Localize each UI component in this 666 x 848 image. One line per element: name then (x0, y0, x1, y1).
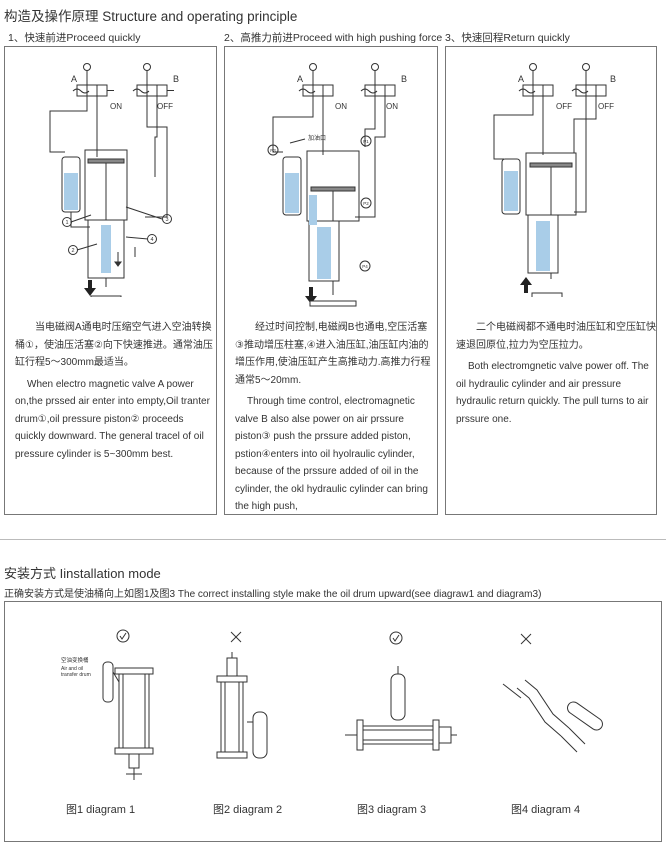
section-divider (0, 539, 666, 540)
step-2-desc-en: Through time control, electromagnetic va… (235, 396, 428, 512)
step-2-description: 经过时间控制,电磁阀B也通电,空压活塞③推动增压柱塞,④进入油压缸,油压缸内油的… (235, 319, 435, 520)
step-3-panel: A B OFF OFF 二个电磁阀都不通电时油压缸和空压缸快速退回原位,拉力为空… (445, 46, 657, 515)
step-1-description: 当电磁阀A通电时压缩空气进入空油转换桶①，使油压活塞②向下快速推进。通常油压缸行… (15, 319, 215, 467)
install-diagrams: 空油变换桶 Air and oil transfer drum (61, 629, 603, 780)
svg-text:P3: P3 (270, 148, 276, 153)
valve-b-state: ON (386, 102, 398, 111)
valve-b-letter: B (401, 74, 407, 84)
step-3-desc-en: Both electromgnetic valve power off. The… (456, 361, 649, 425)
step-1-panel: 1 2 3 4 A B ON OFF 当电磁阀A通电时压缩空气进入空油转换桶①，… (4, 46, 217, 515)
step-3-title: 3、快速回程Return quickly (445, 32, 570, 44)
diagram-1-caption: 图1 diagram 1 (66, 804, 136, 816)
install-panel: 空油变换桶 Air and oil transfer drum (4, 601, 662, 842)
svg-text:3: 3 (165, 217, 168, 223)
step-1-desc-cn: 当电磁阀A通电时压缩空气进入空油转换桶①，使油压活塞②向下快速推进。通常油压缸行… (15, 322, 213, 368)
step-2-schematic: P3 P1 P2 P4 加油口 A B ON ON (267, 63, 407, 307)
diagram-4-caption: 图4 diagram 4 (511, 804, 581, 816)
valve-a-state: ON (110, 102, 122, 111)
step-2-desc-cn: 经过时间控制,电磁阀B也通电,空压活塞③推动增压柱塞,④进入油压缸,油压缸内油的… (235, 322, 431, 386)
valve-b-letter: B (610, 74, 616, 84)
svg-text:1: 1 (65, 220, 68, 226)
step-1-title: 1、快速前进Proceed quickly (8, 32, 141, 44)
step-2-panel: P3 P1 P2 P4 加油口 A B ON ON 经过时间控制,电磁阀B也通电… (224, 46, 438, 515)
correct-icon (116, 629, 130, 643)
diagram-3-caption: 图3 diagram 3 (357, 804, 427, 816)
valve-a-letter: A (518, 74, 524, 84)
diagram-2-caption: 图2 diagram 2 (213, 804, 283, 816)
valve-b-state: OFF (598, 102, 614, 111)
callout-label-en-1: Air and oil (61, 666, 83, 672)
svg-text:P2: P2 (363, 201, 369, 206)
step-2-title: 2、高推力前进Proceed with high pushing force (224, 32, 443, 44)
step-1-schematic: 1 2 3 4 A B ON OFF (49, 63, 179, 297)
step-3-schematic: A B OFF OFF (493, 63, 616, 297)
valve-b-letter: B (173, 74, 179, 84)
callout-label-cn: 空油变换桶 (61, 656, 89, 664)
page-title: 构造及操作原理 Structure and operating principl… (4, 9, 298, 24)
step-3-desc-cn: 二个电磁阀都不通电时油压缸和空压缸快速退回原位,拉力为空压拉力。 (456, 322, 656, 351)
valve-a-letter: A (71, 74, 77, 84)
svg-text:P1: P1 (363, 139, 369, 144)
svg-text:P4: P4 (362, 264, 368, 269)
callout-label-en-2: transfer drum (61, 672, 91, 678)
valve-a-letter: A (297, 74, 303, 84)
install-note: 正确安装方式是使油桶向上如图1及图3 The correct installin… (4, 589, 542, 600)
step-3-description: 二个电磁阀都不通电时油压缸和空压缸快速退回原位,拉力为空压拉力。 Both el… (456, 319, 656, 432)
valve-a-state: ON (335, 102, 347, 111)
svg-text:2: 2 (71, 248, 74, 254)
oil-port-label: 加油口 (308, 134, 326, 142)
svg-text:4: 4 (150, 237, 153, 243)
install-section-title: 安装方式 Iinstallation mode (4, 566, 161, 581)
valve-b-state: OFF (157, 102, 173, 111)
valve-a-state: OFF (556, 102, 572, 111)
step-1-desc-en: When electro magnetic valve A power on,t… (15, 378, 210, 460)
